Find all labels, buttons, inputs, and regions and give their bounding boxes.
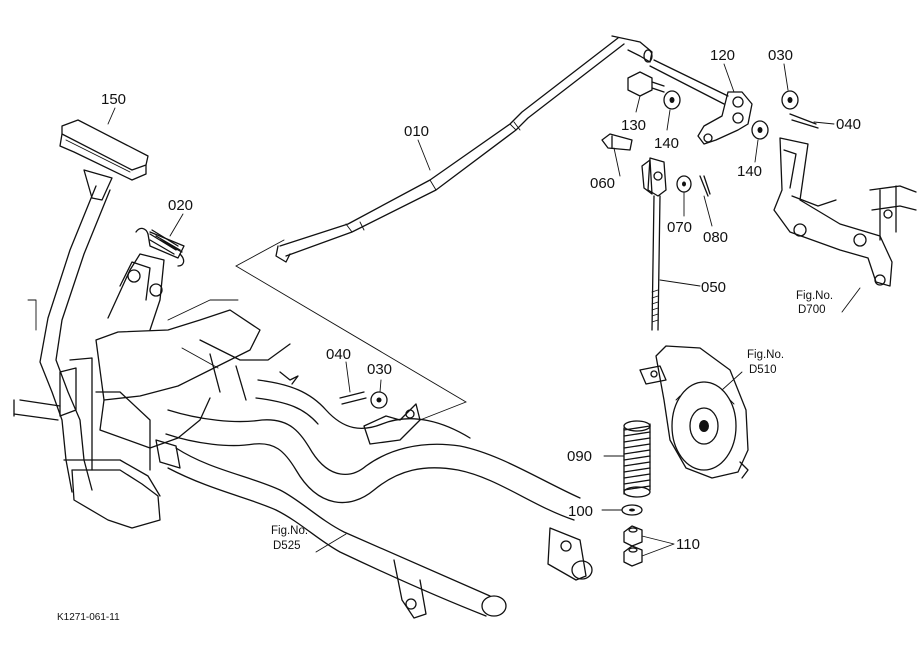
label-120: 120 [710,47,735,64]
cotter-pin-040a [339,391,367,405]
label-140-right: 140 [737,163,762,180]
washer-030a [370,391,388,409]
rod-050 [651,195,661,331]
cotter-pin-080 [699,175,711,197]
label-070: 070 [667,219,692,236]
bracket-d700 [773,137,917,287]
spring-020 [135,227,185,267]
label-050: 050 [701,279,726,296]
spring-090 [623,420,651,498]
label-040-upper: 040 [836,116,861,133]
washer-070 [676,175,692,193]
rod-010 [275,35,653,263]
pin-130 [627,71,665,97]
label-140-left: 140 [654,135,679,152]
washer-100 [621,504,643,516]
leader-lines [107,63,861,557]
label-040-lower: 040 [326,346,351,363]
label-110: 110 [676,536,700,553]
washer-030b [781,90,799,110]
fig-ref-d525-line2: D525 [273,540,301,552]
label-060: 060 [590,175,615,192]
label-090: 090 [567,448,592,465]
label-030-lower: 030 [367,361,392,378]
label-100: 100 [568,503,593,520]
clevis-yoke [641,157,667,197]
fig-ref-d510-line1: Fig.No. [747,349,784,361]
pedal-bracket [13,253,291,529]
bell-crank-120 [649,59,753,145]
label-150: 150 [101,91,126,108]
nut-110b [623,545,643,567]
label-010: 010 [404,123,429,140]
label-020: 020 [168,197,193,214]
rod-group-outline [235,239,467,421]
fig-ref-d700-line1: Fig.No. [796,290,833,302]
label-030-upper: 030 [768,47,793,64]
nut-110a [623,525,643,547]
brake-assembly-d510 [639,345,749,479]
washer-140b [751,120,769,140]
label-130: 130 [621,117,646,134]
pedal-150 [27,119,149,493]
washer-140a [663,90,681,110]
fig-ref-d525-line1: Fig.No. [271,525,308,537]
fig-ref-d510-line2: D510 [749,364,777,376]
label-080: 080 [703,229,728,246]
link-shaft-d525 [165,371,593,619]
drawing-code: K1271-061-11 [57,612,120,623]
cotter-pin-040b [789,113,819,129]
clevis-pin-060 [601,133,633,151]
fig-ref-d700-line2: D700 [798,304,826,316]
